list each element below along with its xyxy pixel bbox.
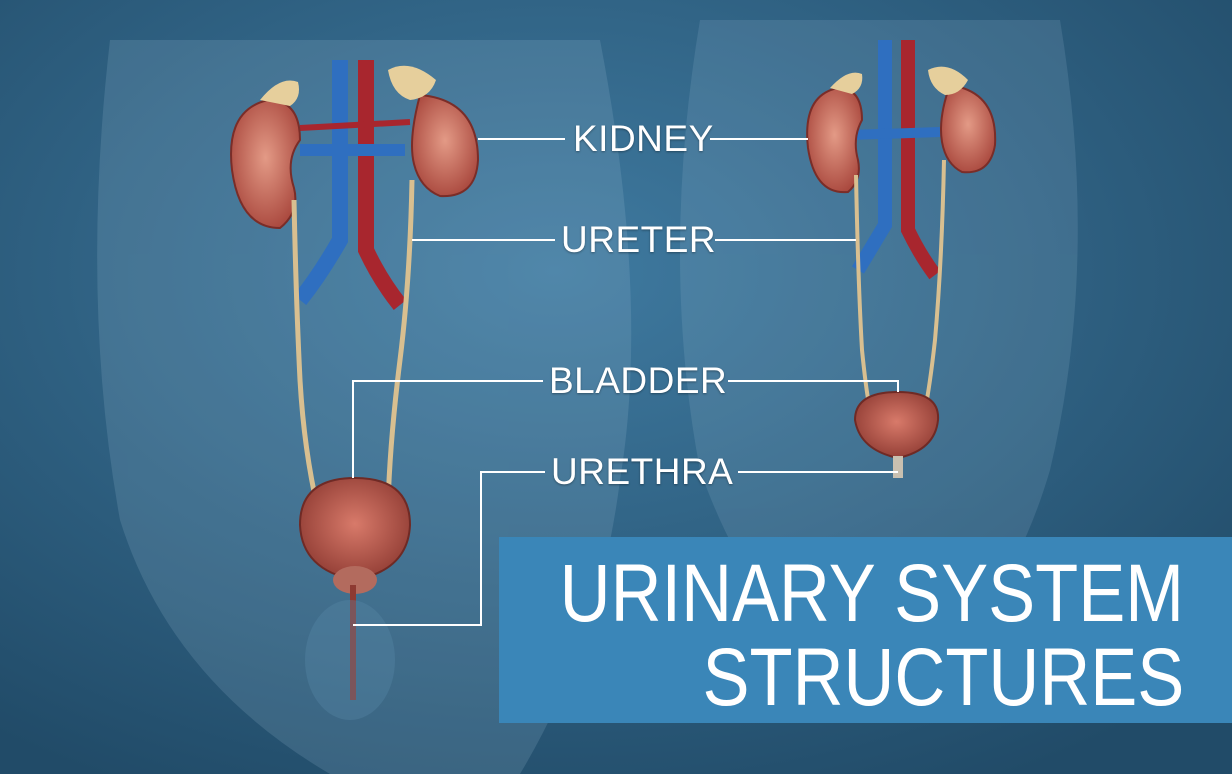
adrenal-left-a xyxy=(260,80,299,106)
kidney-right-b xyxy=(940,83,997,174)
prostate-left xyxy=(333,566,377,594)
label-ureter: URETER xyxy=(561,219,717,260)
title-line-1: URINARY SYSTEM xyxy=(559,548,1184,639)
vena-cava-left xyxy=(293,60,348,305)
aorta-left xyxy=(358,60,407,310)
label-bladder: BLADDER xyxy=(549,360,728,401)
ureter-left-a xyxy=(291,199,321,511)
bladder-left xyxy=(298,476,412,582)
title-banner: URINARY SYSTEM STRUCTURES xyxy=(499,537,1232,723)
adrenal-right-a xyxy=(830,72,863,94)
label-kidney: KIDNEY xyxy=(573,118,714,159)
ureter-right-a xyxy=(854,174,872,411)
leader-lines xyxy=(352,138,899,626)
vena-cava-right xyxy=(851,40,892,274)
body-silhouette-left xyxy=(97,40,632,774)
label-urethra: URETHRA xyxy=(551,451,734,492)
penis-outline xyxy=(305,600,395,720)
title-line-2: STRUCTURES xyxy=(702,632,1184,723)
body-silhouette-right xyxy=(680,20,1078,700)
urethra-right xyxy=(893,456,903,478)
renal-artery-left xyxy=(299,119,411,131)
adrenal-right-b xyxy=(928,66,968,95)
aorta-right xyxy=(901,40,941,280)
kidney-left-a xyxy=(230,98,302,230)
ureter-left-b xyxy=(385,179,415,506)
bladder-leader-right xyxy=(728,380,899,392)
bladder-right xyxy=(853,390,940,460)
kidney-left-b xyxy=(411,93,480,198)
ureter-right-b xyxy=(923,159,946,411)
adrenal-left-b xyxy=(388,65,436,100)
bladder-leader-left xyxy=(352,380,543,478)
urethra-leader-left xyxy=(353,471,545,626)
renal-vein-right xyxy=(849,127,941,140)
